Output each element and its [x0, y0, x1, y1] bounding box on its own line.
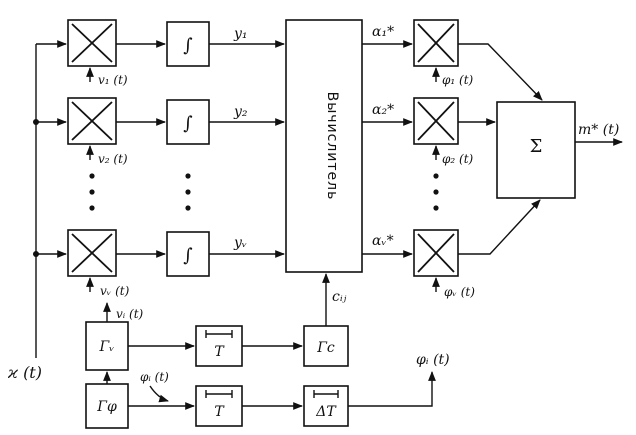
gc-label: Γc	[316, 340, 335, 356]
gv-label: Γᵥ	[99, 339, 115, 355]
input-x-label: ϰ (t)	[7, 363, 42, 382]
ellipsis-right	[433, 173, 439, 211]
dt-label: ΔT	[315, 404, 337, 420]
weight-multiplier-1	[413, 19, 459, 67]
alpha2-label: α₂*	[372, 102, 394, 118]
ellipsis-middle	[185, 173, 191, 211]
weight-multiplier-nu	[413, 229, 459, 277]
generator-gc: Γc	[303, 325, 349, 367]
phi-i-out-label: φᵢ (t)	[416, 352, 450, 368]
multiplier-nu	[67, 229, 117, 277]
t2-label: T	[214, 404, 225, 420]
integrator-2: ∫	[166, 99, 210, 145]
alpha1-label: α₁*	[372, 24, 394, 40]
phi-i-in-label: φᵢ (t)	[140, 370, 169, 384]
alphanu-label: αᵥ*	[372, 233, 394, 249]
integrator-nu: ∫	[166, 231, 210, 277]
vi-label: vᵢ (t)	[116, 307, 144, 321]
multiplier-2	[67, 97, 117, 145]
output-m-label: m* (t)	[578, 122, 619, 138]
v2-label: v₂ (t)	[98, 152, 128, 166]
vnu-label: vᵥ (t)	[100, 284, 130, 298]
integral-symbol: ∫	[183, 245, 193, 266]
phinu-label: φᵥ (t)	[444, 285, 475, 299]
phi2-label: φ₂ (t)	[442, 152, 474, 166]
computer-label: Вычислитель	[324, 92, 340, 201]
integral-symbol: ∫	[183, 113, 193, 134]
computer-block: Вычислитель	[285, 19, 363, 273]
gphi-label: Γφ	[96, 399, 117, 415]
cij-label: cᵢⱼ	[332, 289, 347, 305]
y1-label: y₁	[233, 26, 248, 42]
sigma-symbol: Σ	[530, 136, 543, 157]
delay-t-1: T	[195, 325, 243, 367]
phi1-label: φ₁ (t)	[442, 73, 474, 87]
generator-gphi: Γφ	[85, 383, 129, 429]
delay-t-2: T	[195, 385, 243, 427]
summer-block: Σ	[496, 101, 576, 199]
ynu-label: yᵥ	[233, 235, 247, 251]
multiplier-1	[67, 19, 117, 67]
v1-label: v₁ (t)	[98, 73, 128, 87]
generator-gv: Γᵥ	[85, 321, 129, 371]
weight-multiplier-2	[413, 97, 459, 145]
integral-symbol: ∫	[183, 35, 193, 56]
ellipsis-left	[89, 173, 95, 211]
integrator-1: ∫	[166, 21, 210, 67]
t1-label: T	[214, 344, 225, 360]
input-bus	[33, 40, 67, 358]
delay-dt: ΔT	[303, 385, 349, 427]
y2-label: y₂	[233, 104, 248, 120]
